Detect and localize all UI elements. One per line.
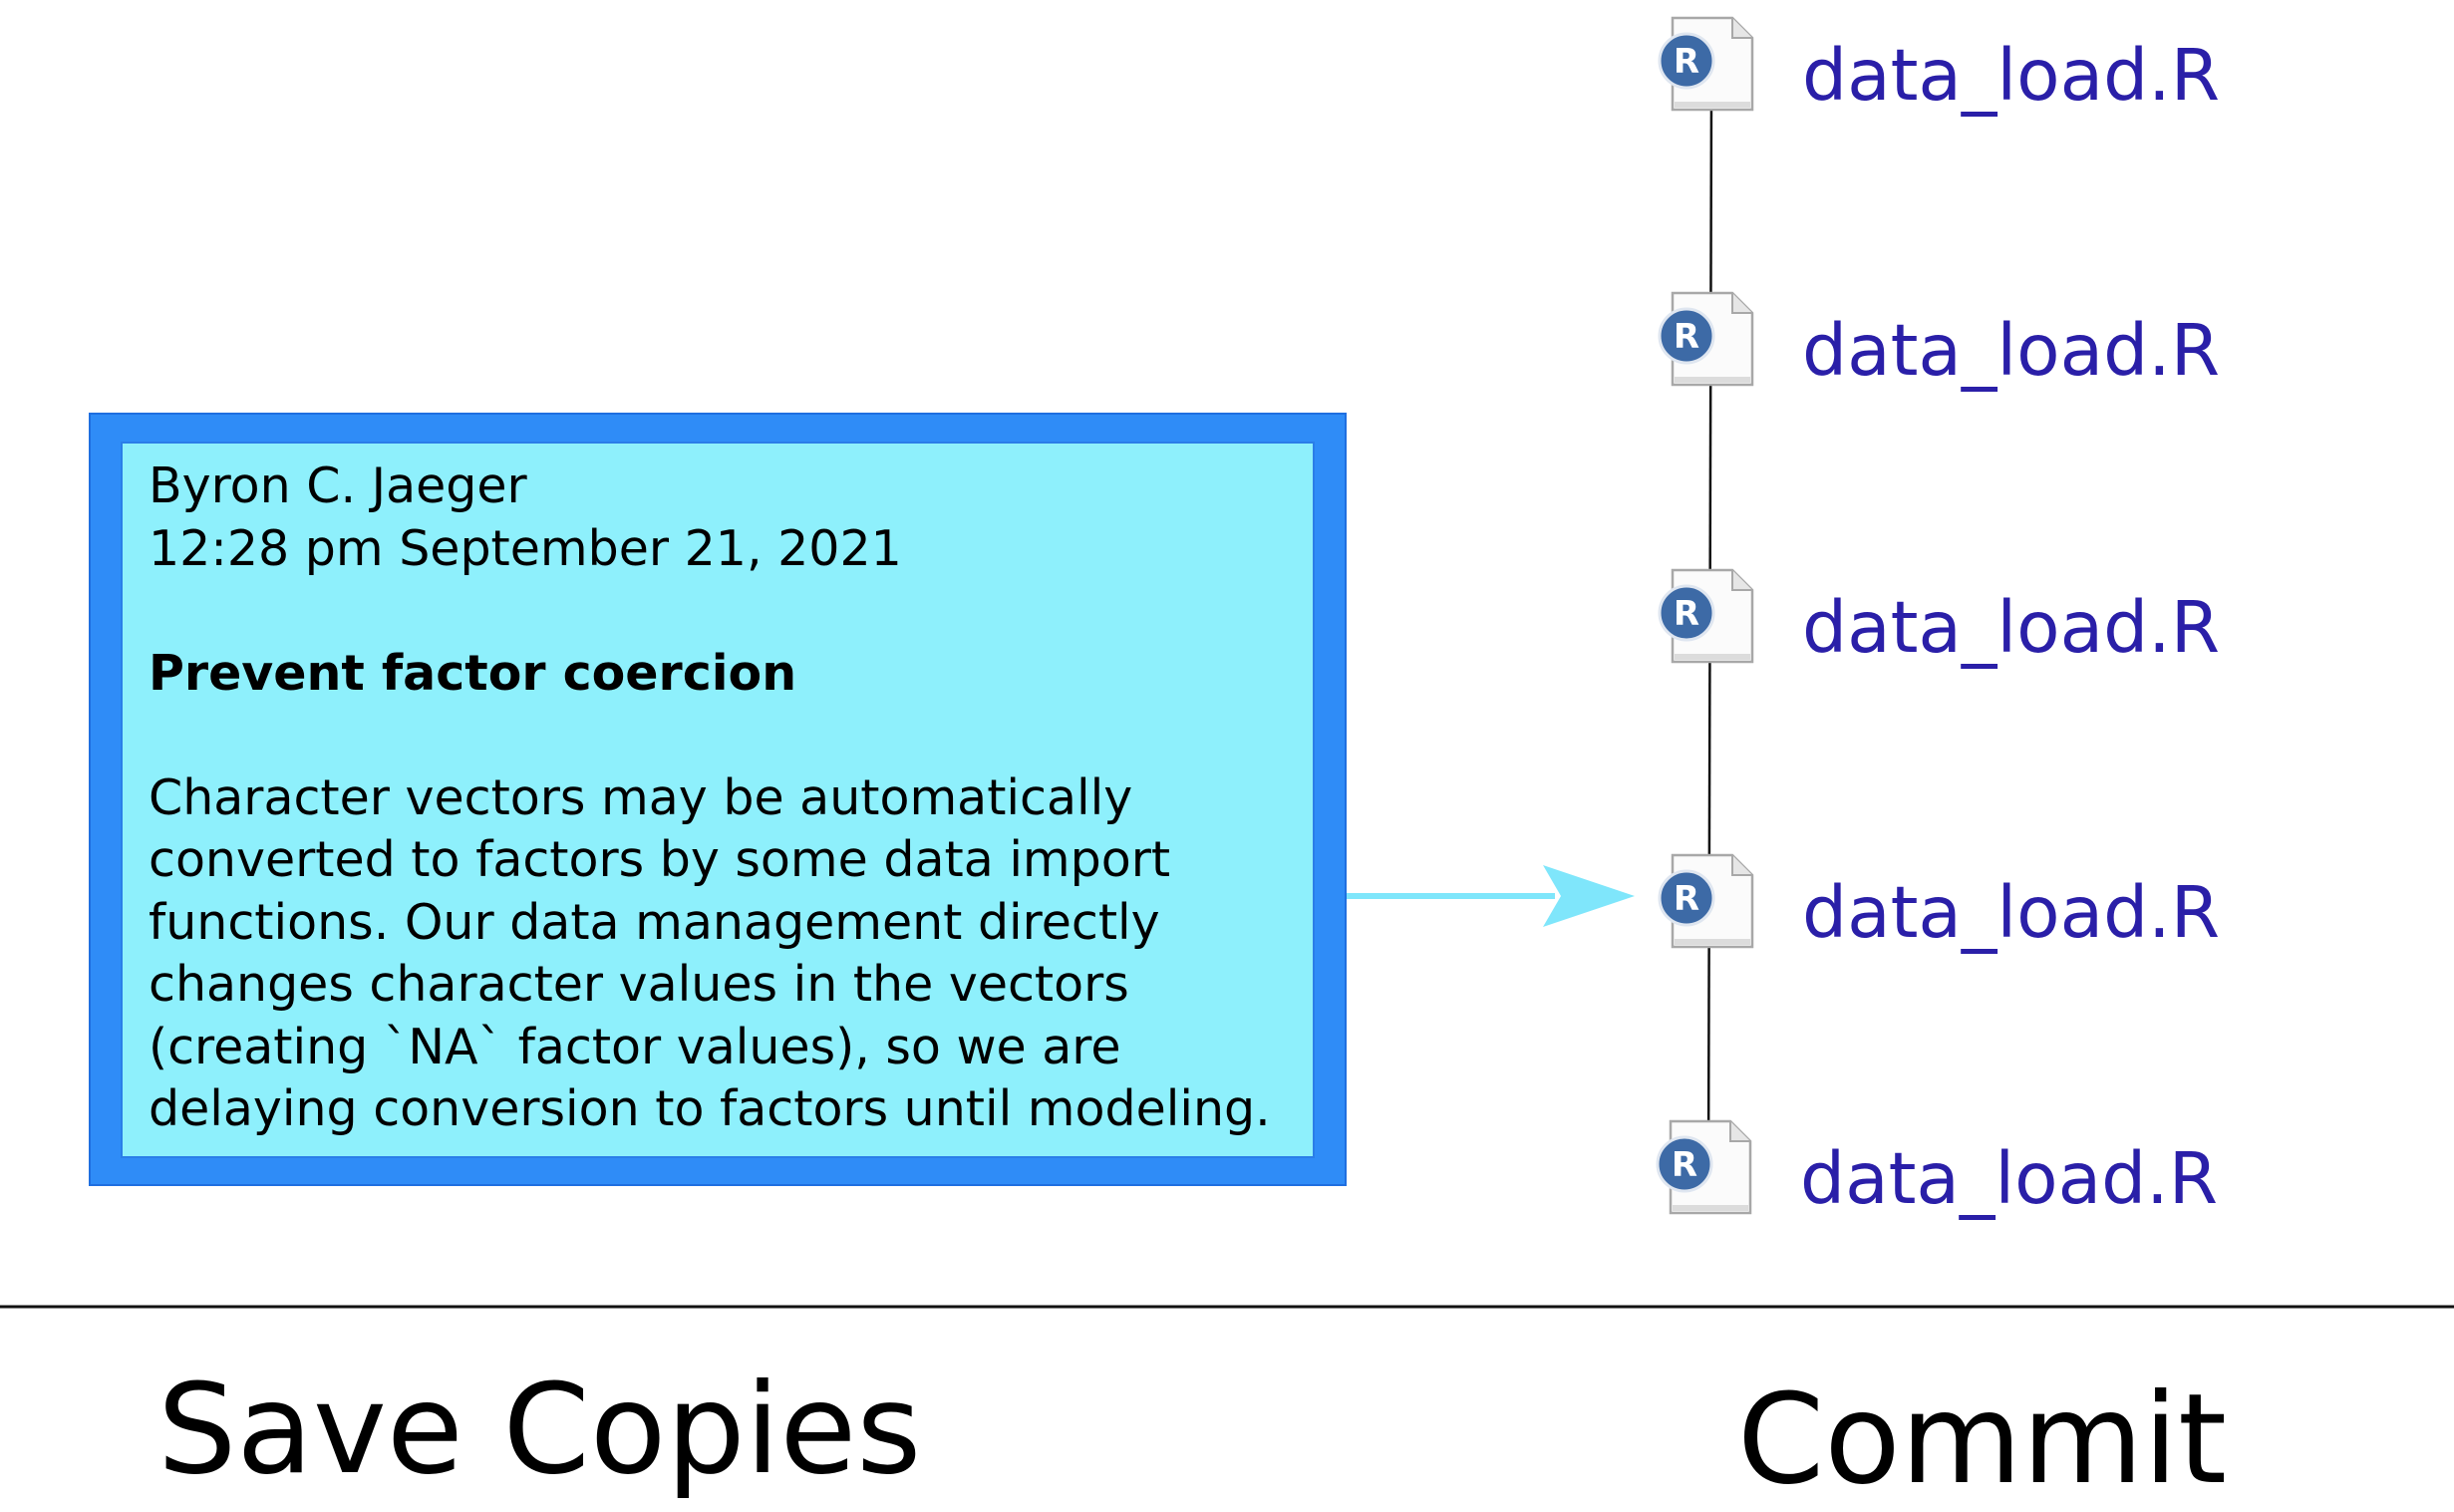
r-file-icon[interactable]: R	[1656, 1119, 1752, 1215]
note-body-line: changes character values in the vectors	[149, 956, 1129, 1013]
r-badge-label: R	[1672, 1145, 1697, 1185]
note-body-line: delaying conversion to factors until mod…	[149, 1080, 1271, 1137]
save-copies-label: Save Copies	[157, 1358, 922, 1502]
note-body-line: Character vectors may be automatically	[149, 768, 1133, 826]
note-spacer	[149, 580, 1313, 643]
r-file-icon[interactable]: R	[1658, 16, 1754, 112]
file-icons: R R R R R	[1656, 16, 1754, 1215]
r-file-icon[interactable]: R	[1658, 853, 1754, 949]
commit-file-label[interactable]: data_load.R	[1802, 586, 2221, 669]
commit-note: Byron C. Jaeger 12:28 pm September 21, 2…	[121, 442, 1315, 1158]
commit-file-label[interactable]: data_load.R	[1802, 34, 2221, 117]
r-file-icon[interactable]: R	[1658, 568, 1754, 664]
r-badge-label: R	[1674, 42, 1699, 82]
commit-label: Commit	[1737, 1367, 2228, 1512]
r-badge-label: R	[1674, 594, 1699, 634]
commit-file-label[interactable]: data_load.R	[1800, 1137, 2219, 1220]
note-spacer	[149, 705, 1313, 767]
note-body-line: converted to factors by some data import	[149, 831, 1171, 888]
note-title: Prevent factor coercion	[149, 644, 797, 702]
note-timestamp: 12:28 pm September 21, 2021	[149, 519, 902, 577]
r-badge-label: R	[1674, 879, 1699, 919]
note-body-line: (creating `NA` factor values), so we are	[149, 1018, 1121, 1075]
r-file-icon[interactable]: R	[1658, 291, 1754, 387]
note-author: Byron C. Jaeger	[149, 457, 527, 514]
commit-file-label[interactable]: data_load.R	[1802, 871, 2221, 954]
note-body-line: functions. Our data management directly	[149, 893, 1160, 951]
commit-file-label[interactable]: data_load.R	[1802, 309, 2221, 392]
r-badge-label: R	[1674, 317, 1699, 357]
arrow	[1314, 865, 1635, 927]
